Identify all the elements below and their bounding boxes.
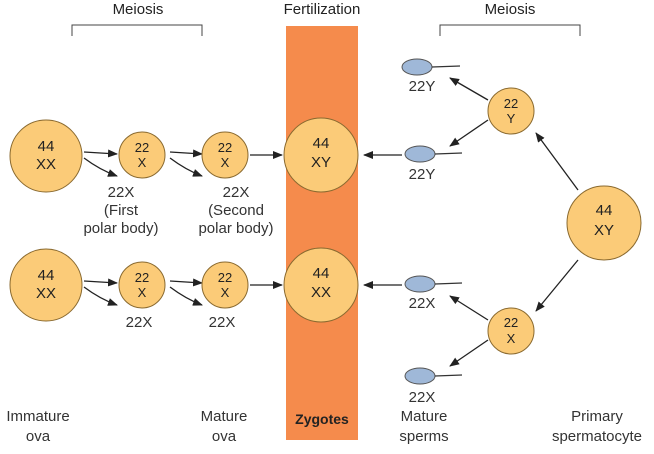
svg-text:22: 22 xyxy=(135,270,149,285)
cell-spermatocyte-top: 22 Y xyxy=(487,87,535,135)
zygotes-label: Zygotes xyxy=(295,411,349,427)
svg-text:44: 44 xyxy=(38,267,55,284)
svg-text:XX: XX xyxy=(36,285,56,302)
svg-text:44: 44 xyxy=(596,202,613,219)
caption-immature-ova: Immature ova xyxy=(6,408,69,445)
arrow-immature-top-to-secondary xyxy=(83,149,118,158)
sperm-label-4: 22X xyxy=(409,389,436,406)
svg-text:Y: Y xyxy=(507,111,516,126)
cell-mature-top: 22 X xyxy=(201,131,249,179)
sperm-4 xyxy=(404,367,463,385)
arrow-sperm-x-to-s3 xyxy=(449,295,489,321)
cell-immature-top: 44 XX xyxy=(9,119,83,193)
zygote-band xyxy=(286,26,358,440)
caption-mature-ova: Mature ova xyxy=(201,408,248,445)
meiosis-right-bracket xyxy=(439,24,581,36)
meiosis-left-header: Meiosis xyxy=(113,1,164,18)
caption-primary-spermatocyte: Primary spermatocyte xyxy=(552,408,642,445)
svg-text:X: X xyxy=(221,285,230,300)
arrow-immature-bottom-to-secondary xyxy=(83,278,118,287)
svg-text:44: 44 xyxy=(38,138,55,155)
svg-text:Mature: Mature xyxy=(401,408,448,425)
sperm-label-1: 22Y xyxy=(409,78,436,95)
cell-zygote-top: 44 XY xyxy=(283,117,359,193)
svg-text:XY: XY xyxy=(311,154,331,171)
svg-text:44: 44 xyxy=(313,135,330,152)
svg-text:Immature: Immature xyxy=(6,408,69,425)
svg-text:XX: XX xyxy=(311,284,331,301)
svg-text:22X: 22X xyxy=(108,184,135,201)
cell-mature-bottom: 22 X xyxy=(201,261,249,309)
sperm-label-3: 22X xyxy=(409,295,436,312)
arrow-secondary-top-to-mature xyxy=(169,149,203,158)
arrow-primary-to-sperm-x xyxy=(535,259,579,312)
fertilization-header: Fertilization xyxy=(284,1,361,18)
arrow-secondary-bottom-to-polar2 xyxy=(169,286,203,306)
sperm-label-2: 22Y xyxy=(409,166,436,183)
svg-text:XY: XY xyxy=(594,222,614,239)
svg-text:22: 22 xyxy=(504,96,518,111)
polar-label-first-top: 22X (First polar body) xyxy=(83,184,158,237)
svg-text:22: 22 xyxy=(135,140,149,155)
svg-text:Mature: Mature xyxy=(201,408,248,425)
svg-text:22: 22 xyxy=(218,140,232,155)
svg-text:22: 22 xyxy=(218,270,232,285)
cell-primary-spermatocyte: 44 XY xyxy=(566,185,642,261)
svg-text:22X: 22X xyxy=(223,184,250,201)
arrow-secondary-top-to-polar2 xyxy=(169,157,203,177)
svg-text:22: 22 xyxy=(504,315,518,330)
svg-text:spermatocyte: spermatocyte xyxy=(552,428,642,445)
svg-text:Primary: Primary xyxy=(571,408,623,425)
arrow-secondary-bottom-to-mature xyxy=(169,278,203,287)
caption-mature-sperms: Mature sperms xyxy=(399,408,448,445)
sperm-2 xyxy=(404,145,463,163)
cell-secondary-bottom: 22 X xyxy=(118,261,166,309)
polar-label-second-top: 22X (Second polar body) xyxy=(198,184,273,237)
arrow-immature-bottom-to-polar1 xyxy=(83,286,118,306)
arrow-primary-to-sperm-y xyxy=(535,132,579,191)
svg-text:ova: ova xyxy=(212,428,237,445)
cell-secondary-top: 22 X xyxy=(118,131,166,179)
arrow-sperm-y-to-s1 xyxy=(449,77,489,101)
sperm-3 xyxy=(404,275,463,293)
svg-text:X: X xyxy=(221,155,230,170)
arrow-sperm-x-to-s4 xyxy=(449,339,489,367)
svg-text:polar body): polar body) xyxy=(198,220,273,237)
svg-text:sperms: sperms xyxy=(399,428,448,445)
svg-text:(Second: (Second xyxy=(208,202,264,219)
svg-text:X: X xyxy=(138,285,147,300)
arrow-sperm-y-to-s2 xyxy=(449,119,489,147)
meiosis-right-header: Meiosis xyxy=(485,1,536,18)
cell-immature-bottom: 44 XX xyxy=(9,248,83,322)
svg-text:X: X xyxy=(507,331,516,346)
svg-text:polar body): polar body) xyxy=(83,220,158,237)
svg-text:X: X xyxy=(138,155,147,170)
svg-text:ova: ova xyxy=(26,428,51,445)
polar-label-second-bottom: 22X xyxy=(209,314,236,331)
arrows xyxy=(83,77,579,367)
svg-text:(First: (First xyxy=(104,202,139,219)
svg-text:44: 44 xyxy=(313,265,330,282)
cell-spermatocyte-bottom: 22 X xyxy=(487,307,535,355)
polar-label-first-bottom: 22X xyxy=(126,314,153,331)
cell-zygote-bottom: 44 XX xyxy=(283,247,359,323)
meiosis-left-bracket xyxy=(71,24,203,36)
sperm-1 xyxy=(401,58,461,76)
svg-text:XX: XX xyxy=(36,156,56,173)
arrow-immature-top-to-polar1 xyxy=(83,157,118,177)
